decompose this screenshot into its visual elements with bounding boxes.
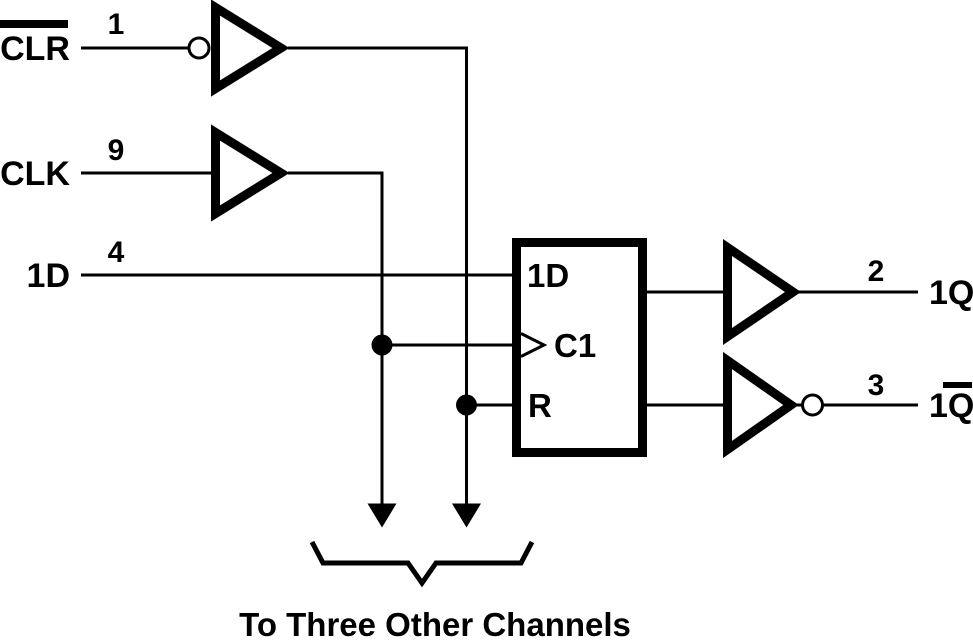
clock-wedge-icon [520,332,548,358]
qbar-label: 1Q [929,387,973,425]
clr-pin-number: 1 [108,8,125,41]
clr-label: CLR [0,30,70,68]
flip-flop-box [512,238,647,457]
qbar-inverter-triangle-icon [723,351,799,459]
caption-text: To Three Other Channels [239,606,631,640]
clr-branch-wire [288,46,468,506]
qbar-pin-number: 3 [868,369,885,402]
clk-pin-number: 9 [108,134,125,167]
q-buffer-triangle-icon [723,239,802,345]
q-label: 1Q [929,274,973,312]
ff-reset-input-label: R [528,387,552,424]
clk-label: CLK [0,155,70,193]
clk-buffer-triangle-icon [211,124,290,222]
clr-inverter-triangle-icon [211,0,290,97]
clr-inverter-bubble-icon [187,36,211,60]
q-pin-number: 2 [868,255,885,288]
r-junction-dot [456,394,477,416]
qbar-inverter-bubble-icon [801,393,824,417]
d-label: 1D [27,257,70,295]
d-pin-number: 4 [108,236,125,269]
underbrace [309,540,535,588]
c1-junction-dot [371,334,393,356]
ff-clock-input-label: C1 [554,327,596,364]
clk-branch-wire [288,171,384,506]
clr-branch-down-arrow-icon [452,503,481,528]
clk-branch-down-arrow-icon [367,503,397,528]
ff-d-input-label: 1D [527,257,569,294]
